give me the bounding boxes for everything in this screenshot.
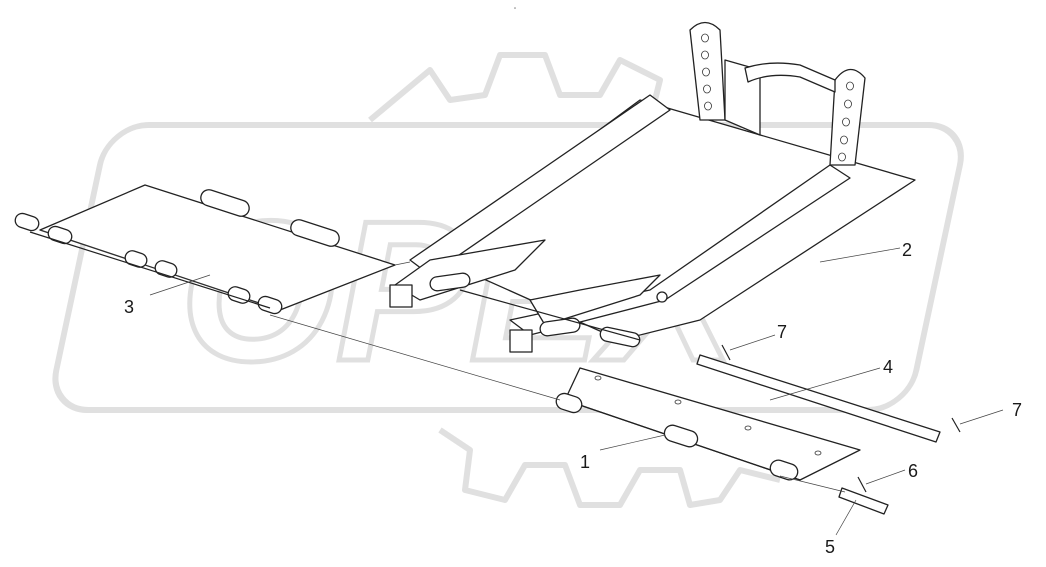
part-5-pin: [838, 487, 889, 515]
upright-holes-left: [701, 33, 712, 111]
part-7-cotter-b: [951, 417, 961, 433]
callout-7-upper: 7: [777, 322, 787, 342]
part-4-rod: [696, 354, 941, 443]
callout-6: 6: [908, 461, 918, 481]
leader-lines: [149, 247, 1004, 536]
callout-4: 4: [883, 357, 893, 377]
part-6-cotter: [857, 476, 867, 493]
callout-3: 3: [124, 297, 134, 317]
tiny-caption: ᵘ: [514, 6, 516, 12]
callout-1: 1: [580, 452, 590, 472]
callout-labels: 1 2 3 4 5 6 7 7: [124, 240, 1022, 557]
watermark-frame: [52, 122, 964, 413]
callout-5: 5: [825, 537, 835, 557]
part-2-main-frame: [389, 21, 916, 353]
assembly-axes: [269, 261, 846, 493]
roller-group-3: [14, 189, 340, 315]
upright-holes-right: [838, 81, 854, 162]
callout-7-right: 7: [1012, 400, 1022, 420]
callout-2: 2: [902, 240, 912, 260]
part-7-cotter-a: [721, 344, 731, 361]
part-1-roller-plate: [555, 367, 861, 481]
part-3-roller-tray: [14, 184, 396, 315]
